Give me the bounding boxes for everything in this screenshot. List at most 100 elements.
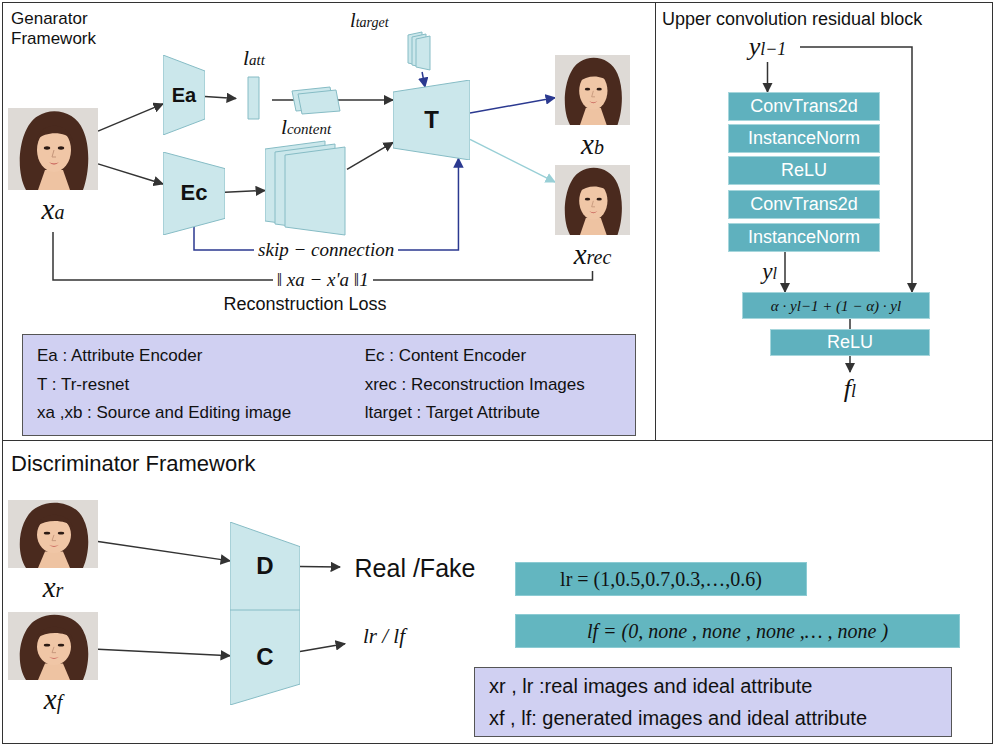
connector — [98, 164, 163, 184]
content-feature: lcontent — [265, 114, 347, 238]
node-label: ltarget : Target Attribute — [365, 403, 621, 423]
node-label: ConvTrans2d — [750, 96, 857, 118]
attribute-encoder: Ea — [163, 55, 205, 135]
node-label: ReLU — [781, 160, 827, 182]
node-label: ltarget — [350, 8, 432, 32]
node-label: xrec — [555, 237, 630, 272]
panel-title: Discriminator Framework — [11, 451, 341, 477]
node-label: fl — [844, 373, 856, 404]
node-label: T : Tr-resnet — [37, 375, 345, 395]
feature-sheet — [285, 147, 345, 235]
layer-box: ConvTrans2d — [728, 190, 880, 219]
connector — [470, 139, 555, 182]
connector — [98, 104, 163, 131]
node-label: InstanceNorm — [748, 128, 860, 150]
node-label: C — [256, 643, 273, 672]
connector — [849, 356, 851, 372]
node-label: lcontent — [265, 114, 347, 140]
node-label: ReLU — [827, 332, 873, 354]
connector — [347, 142, 393, 169]
input-feature: yl−1 — [735, 32, 800, 62]
face-photo — [8, 500, 98, 568]
layer-box: ConvTrans2d — [728, 92, 880, 121]
node-label: xa — [8, 192, 98, 227]
node-label: ConvTrans2d — [750, 194, 857, 216]
layer-box: InstanceNorm — [728, 124, 880, 153]
node-label: α · yl−1 + (1 − α) · yl — [771, 297, 901, 315]
panel-title: Upper convolution residual block — [662, 9, 988, 31]
fake-image: xf — [8, 612, 98, 720]
trapezoid-shape — [230, 610, 300, 705]
node-label: lr / lf — [363, 624, 405, 649]
node-label: xr — [8, 570, 98, 605]
node-label: Ec — [181, 180, 208, 206]
feature-sheet — [248, 77, 259, 119]
node-label: xf , lf: generated images and ideal attr… — [489, 706, 937, 730]
panel-title: Genarator Framework — [11, 9, 123, 50]
loss-caption: Reconstruction Loss — [195, 294, 415, 316]
legend-box: Ea : Attribute Encoder Ec : Content Encod… — [22, 334, 636, 436]
connector — [205, 96, 236, 98]
connector-label: skip − connection — [254, 239, 398, 262]
node-label: latt — [236, 45, 272, 71]
connector — [784, 252, 786, 292]
node-label: xrec : Reconstruction Images — [365, 375, 621, 395]
layer-box: InstanceNorm — [728, 223, 880, 252]
face-photo — [8, 108, 98, 190]
real-attribute-vector: lr = (1,0.5,0.7,0.3,…,0.6) — [515, 562, 807, 596]
legend-box: xr , lr :real images and ideal attribute… — [474, 667, 952, 737]
trapezoid-shape — [163, 55, 205, 135]
target-attribute: ltarget — [350, 8, 432, 72]
connector — [225, 190, 265, 192]
face-photo — [555, 55, 630, 125]
fake-attribute-vector: lf = (0, none , none , none ,… , none ) — [515, 614, 960, 648]
feature-sheet — [416, 36, 430, 70]
connector — [470, 98, 555, 113]
node-label: Ea : Attribute Encoder — [37, 346, 345, 366]
real-fake-output: Real /Fake — [340, 550, 490, 586]
discriminator-panel: Discriminator Framework xr xf D C Real /Fake l… — [2, 440, 993, 744]
connector — [300, 644, 345, 652]
layer-box: ReLU — [728, 156, 880, 185]
layer-box: ReLU — [770, 329, 930, 356]
connector — [849, 319, 851, 329]
connector-label: ‖ xa − x'a ‖1 — [273, 269, 373, 292]
source-image: xa — [8, 108, 98, 232]
attribute-vector: latt — [236, 45, 272, 121]
feature-map-icon — [298, 90, 340, 114]
discriminator: D — [230, 522, 300, 610]
content-encoder: Ec — [163, 152, 225, 235]
node-label: lf = (0, none , none , none ,… , none ) — [587, 619, 888, 643]
attribute-output: lr / lf — [345, 622, 423, 652]
node-label: xr , lr :real images and ideal attribute — [489, 674, 937, 698]
node-label: T — [424, 106, 439, 135]
connector — [98, 649, 230, 656]
connector — [422, 72, 425, 87]
face-photo — [8, 612, 98, 680]
weighted-sum-box: α · yl−1 + (1 − α) · yl — [742, 292, 930, 319]
real-image: xr — [8, 500, 98, 608]
node-label: xa ,xb : Source and Editing image — [37, 403, 345, 423]
reconstruction-image: xrec — [555, 165, 630, 271]
connector-label: yl — [758, 258, 781, 286]
node-label: Ea — [172, 83, 196, 107]
trapezoid-shape — [393, 80, 470, 160]
tr-resnet: T — [393, 80, 470, 160]
connector — [767, 62, 769, 92]
node-label: Ec : Content Encoder — [365, 346, 621, 366]
trapezoid-shape — [163, 152, 225, 235]
connector — [300, 566, 340, 568]
node-label: lr = (1,0.5,0.7,0.3,…,0.6) — [560, 567, 762, 591]
node-label: D — [256, 552, 273, 581]
node-label: InstanceNorm — [748, 227, 860, 249]
trapezoid-shape — [230, 522, 300, 610]
connector — [98, 542, 230, 561]
generator-panel: Genarator Framework xa EaEc latt lcontent lta… — [2, 2, 656, 441]
node-label: xf — [8, 682, 98, 717]
face-photo — [555, 165, 630, 235]
residual-block-panel: Upper convolution residual blockyl−1Conv… — [655, 2, 993, 441]
node-label: yl−1 — [749, 31, 787, 62]
node-label: xb — [555, 127, 630, 162]
classifier: C — [230, 610, 300, 705]
